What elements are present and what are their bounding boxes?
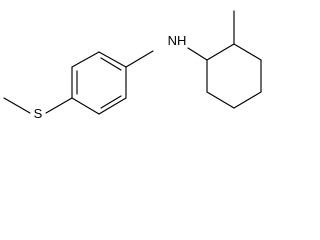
nitrogen-hydrogen-label: H	[177, 33, 186, 48]
benzene-bond	[71, 97, 100, 115]
cyclohexane-bond	[206, 43, 235, 61]
cyclohexane-bond	[233, 91, 262, 109]
benzene-bond	[98, 51, 127, 68]
methyl-s-bond	[3, 97, 31, 114]
n-cyclohexyl-bond	[187, 47, 208, 61]
cyclohexane-bond	[233, 43, 262, 61]
benzene-double-bond	[100, 95, 122, 109]
benzene-bond	[98, 97, 127, 115]
chemical-structure-diagram: S N H	[3, 10, 262, 121]
benzene-double-bond	[100, 57, 122, 71]
cyclohexane-bond	[206, 91, 235, 109]
sulfur-atom-label: S	[34, 106, 43, 121]
benzene-ring	[71, 51, 127, 115]
s-ring-bond	[45, 97, 73, 114]
nitrogen-atom-label: N	[168, 33, 177, 48]
aryl-n-bond	[125, 50, 154, 68]
cyclohexane-ring	[206, 43, 262, 109]
benzene-bond	[71, 51, 100, 68]
